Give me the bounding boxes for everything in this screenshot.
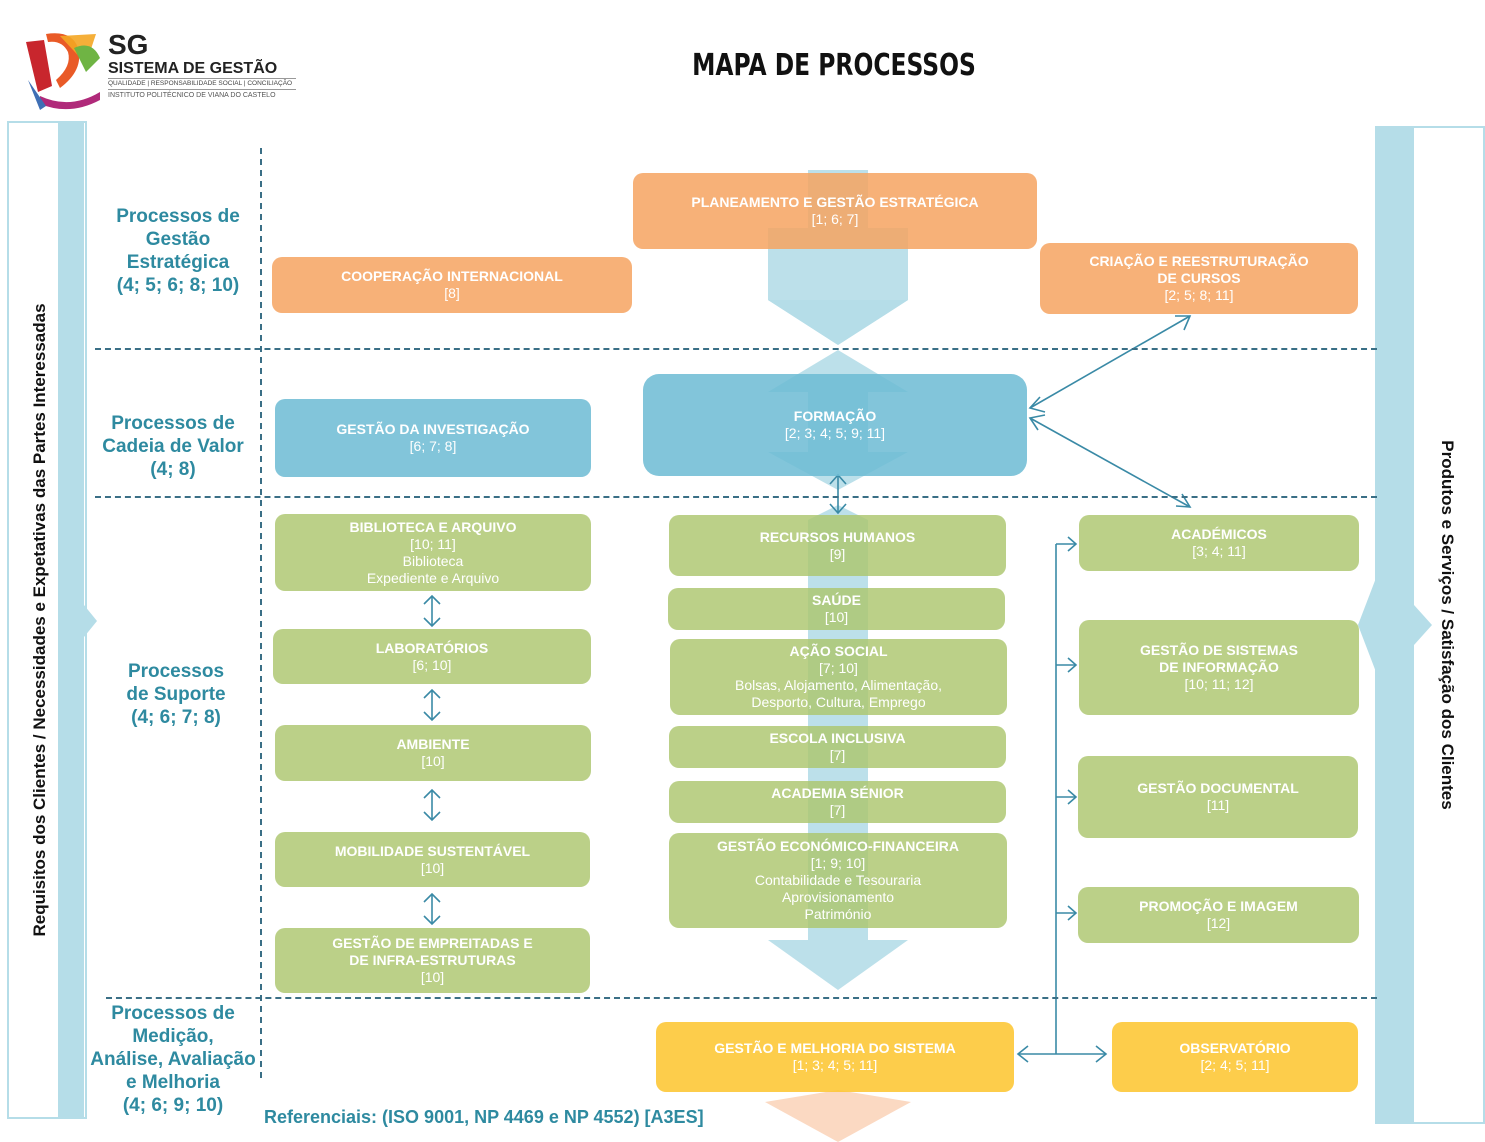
process-detail: Biblioteca Expediente e Arquivo	[366, 552, 500, 586]
process-ambiente[interactable]: AMBIENTE [10]	[275, 725, 591, 781]
references-footer: Referenciais: (ISO 9001, NP 4469 e NP 45…	[264, 1107, 704, 1127]
page-title: MAPA DE PROCESSOS	[692, 48, 976, 83]
process-title: FORMAÇÃO	[793, 408, 877, 424]
process-code: [10]	[421, 753, 445, 769]
process-formacao[interactable]: FORMAÇÃO [2; 3; 4; 5; 9; 11]	[643, 374, 1027, 476]
process-economico-financeira[interactable]: GESTÃO ECONÓMICO-FINANCEIRA [1; 9; 10] C…	[669, 833, 1007, 928]
process-title: GESTÃO DOCUMENTAL	[1137, 780, 1299, 796]
process-laboratorios[interactable]: LABORATÓRIOS [6; 10]	[273, 629, 591, 684]
process-title: ACADÉMICOS	[1171, 526, 1267, 542]
logo-name: SISTEMA DE GESTÃO	[108, 60, 278, 77]
category-measurement: Processos de Medição, Análise, Avaliação…	[90, 1003, 256, 1116]
process-promocao-imagem[interactable]: PROMOÇÃO E IMAGEM [12]	[1078, 887, 1359, 943]
process-title: RECURSOS HUMANOS	[759, 528, 916, 545]
process-academia-senior[interactable]: ACADEMIA SÉNIOR [7]	[669, 781, 1006, 823]
logo-institution: INSTITUTO POLITÉCNICO DE VIANA DO CASTEL…	[108, 92, 276, 99]
process-code: [12]	[1206, 915, 1231, 931]
process-mobilidade[interactable]: MOBILIDADE SUSTENTÁVEL [10]	[275, 832, 590, 887]
process-code: [8]	[444, 285, 460, 301]
process-title: ACADEMIA SÉNIOR	[771, 785, 904, 801]
category-support: Processos de Suporte (4; 6; 7; 8)	[126, 661, 226, 728]
process-title: OBSERVATÓRIO	[1179, 1040, 1291, 1056]
process-title: COOPERAÇÃO INTERNACIONAL	[341, 268, 563, 284]
process-title: LABORATÓRIOS	[375, 639, 489, 656]
process-detail: Contabilidade e Tesouraria Aprovisioname…	[754, 872, 922, 922]
process-code: [2; 4; 5; 11]	[1200, 1057, 1270, 1073]
logo-tagline: QUALIDADE | RESPONSABILIDADE SOCIAL | CO…	[108, 78, 296, 90]
process-code: [1; 6; 7]	[811, 211, 859, 227]
value-chain-divider	[95, 496, 1377, 498]
vertical-double-arrows	[423, 594, 441, 926]
process-biblioteca[interactable]: BIBLIOTECA E ARQUIVO [10; 11] Biblioteca…	[275, 514, 591, 591]
process-title: ESCOLA INCLUSIVA	[769, 730, 906, 746]
process-title: GESTÃO DA INVESTIGAÇÃO	[336, 421, 530, 437]
process-title: GESTÃO E MELHORIA DO SISTEMA	[714, 1040, 956, 1056]
logo-graphic	[26, 33, 100, 110]
left-side-label: Requisitos dos Clientes / Necessidades e…	[30, 303, 49, 937]
process-code: [1; 9; 10]	[810, 855, 866, 871]
process-sistemas-informacao[interactable]: GESTÃO DE SISTEMAS DE INFORMAÇÃO [10; 11…	[1079, 620, 1359, 715]
process-code: [10]	[420, 859, 445, 876]
process-academicos[interactable]: ACADÉMICOS [3; 4; 11]	[1079, 515, 1359, 571]
process-planeamento[interactable]: PLANEAMENTO E GESTÃO ESTRATÉGICA [1; 6; …	[633, 173, 1037, 249]
process-title: PLANEAMENTO E GESTÃO ESTRATÉGICA	[691, 194, 979, 210]
process-empreitadas[interactable]: GESTÃO DE EMPREITADAS E DE INFRA-ESTRUTU…	[275, 928, 590, 993]
process-code: [11]	[1206, 797, 1230, 813]
process-code: [10]	[824, 609, 849, 625]
right-output-bar	[1376, 127, 1414, 1123]
process-criacao-cursos[interactable]: CRIAÇÃO E REESTRUTURAÇÃO DE CURSOS [2; 5…	[1040, 243, 1358, 314]
process-title: GESTÃO DE EMPREITADAS E DE INFRA-ESTRUTU…	[332, 935, 533, 968]
process-saude[interactable]: SAÚDE [10]	[668, 588, 1005, 630]
process-title: BIBLIOTECA E ARQUIVO	[349, 518, 517, 535]
right-output-arrow-out	[1414, 605, 1432, 645]
process-title: MOBILIDADE SUSTENTÁVEL	[334, 842, 531, 859]
connector-lines	[829, 315, 1192, 1063]
process-code: [7; 10]	[819, 660, 858, 676]
category-value-chain: Processos de Cadeia de Valor (4; 8)	[102, 413, 244, 480]
process-acao-social[interactable]: AÇÃO SOCIAL [7; 10] Bolsas, Alojamento, …	[670, 639, 1007, 715]
process-code: [7]	[829, 747, 846, 763]
process-title: CRIAÇÃO E REESTRUTURAÇÃO DE CURSOS	[1089, 253, 1309, 286]
process-title: AÇÃO SOCIAL	[789, 643, 888, 659]
left-input-arrow-tip	[84, 605, 97, 637]
process-title: SAÚDE	[811, 592, 861, 608]
process-code: [10; 11]	[410, 535, 456, 552]
process-title: AMBIENTE	[396, 736, 470, 752]
process-code: [10]	[420, 969, 445, 985]
process-code: [1; 3; 4; 5; 11]	[792, 1057, 878, 1073]
process-title: GESTÃO DE SISTEMAS DE INFORMAÇÃO	[1140, 642, 1298, 675]
process-cooperacao[interactable]: COOPERAÇÃO INTERNACIONAL [8]	[272, 257, 632, 313]
process-title: PROMOÇÃO E IMAGEM	[1139, 898, 1298, 914]
process-code: [7]	[829, 802, 846, 818]
logo: SG SISTEMA DE GESTÃO QUALIDADE | RESPONS…	[108, 30, 296, 102]
process-melhoria-sistema[interactable]: GESTÃO E MELHORIA DO SISTEMA [1; 3; 4; 5…	[656, 1022, 1014, 1092]
right-output-arrow-in	[1358, 578, 1376, 672]
process-title: GESTÃO ECONÓMICO-FINANCEIRA	[717, 838, 959, 854]
process-code: [6; 7; 8]	[409, 438, 457, 454]
process-detail: Bolsas, Alojamento, Alimentação, Desport…	[734, 677, 942, 710]
process-investigacao[interactable]: GESTÃO DA INVESTIGAÇÃO [6; 7; 8]	[275, 399, 591, 477]
process-code: [2; 5; 8; 11]	[1164, 287, 1234, 303]
left-input-bar	[58, 122, 84, 1118]
flow-arrow-top-head	[768, 300, 908, 345]
category-strategic: Processos de Gestão Estratégica (4; 5; 6…	[116, 206, 240, 296]
process-code: [3; 4; 11]	[1192, 543, 1246, 559]
strategic-divider	[95, 348, 1377, 350]
support-divider	[106, 997, 1377, 999]
process-recursos-humanos[interactable]: RECURSOS HUMANOS [9]	[669, 515, 1006, 576]
process-observatorio[interactable]: OBSERVATÓRIO [2; 4; 5; 11]	[1112, 1022, 1358, 1092]
process-code: [6; 10]	[412, 656, 452, 673]
logo-abbreviation: SG	[108, 29, 149, 60]
process-code: [9]	[829, 545, 846, 562]
process-escola-inclusiva[interactable]: ESCOLA INCLUSIVA [7]	[669, 726, 1006, 768]
process-gestao-documental[interactable]: GESTÃO DOCUMENTAL [11]	[1078, 756, 1358, 838]
process-code: [10; 11; 12]	[1184, 676, 1254, 692]
flow-arrow-bottom	[765, 1090, 911, 1142]
process-code: [2; 3; 4; 5; 9; 11]	[784, 425, 886, 441]
right-side-label: Produtos e Serviços / Satisfação dos Cli…	[1438, 440, 1457, 810]
